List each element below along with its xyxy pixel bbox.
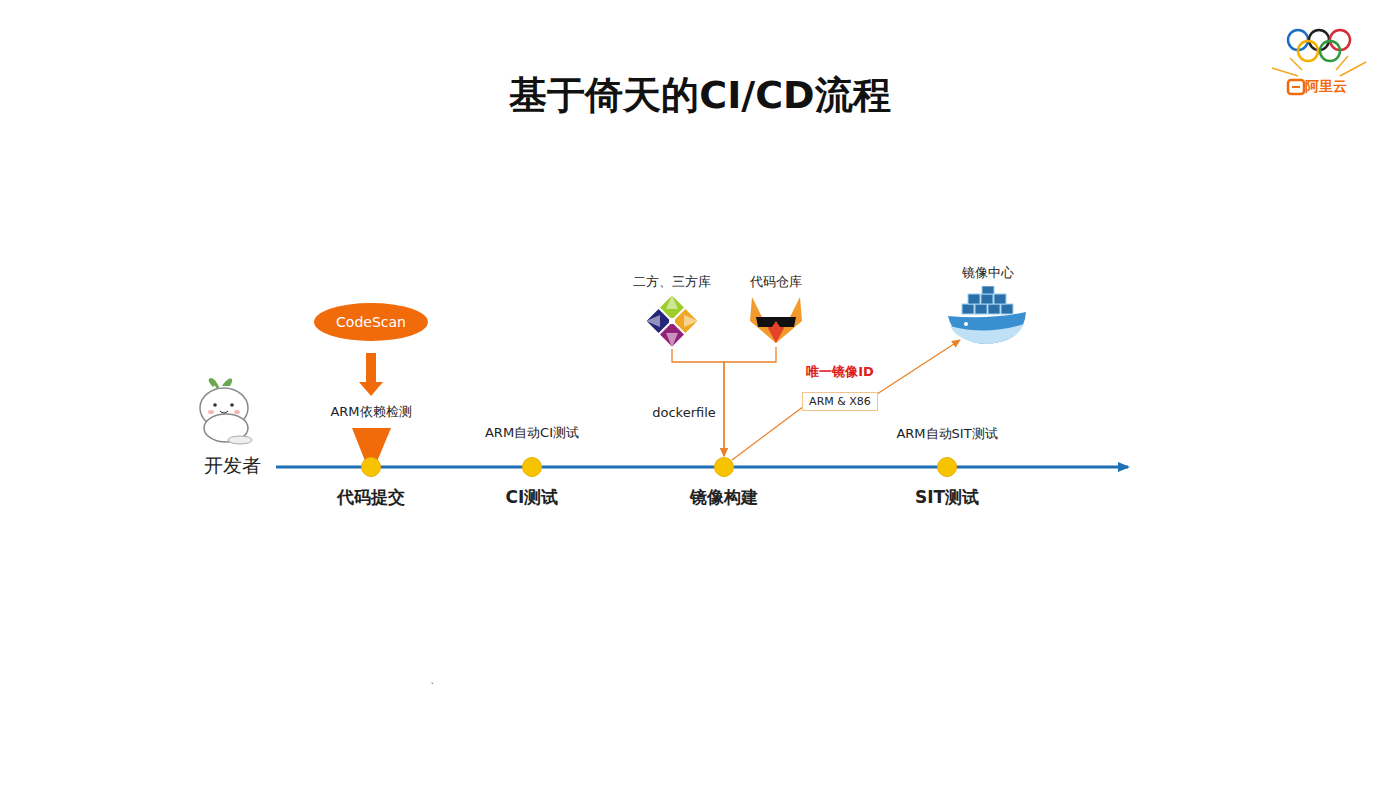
codescan-ellipse: CodeScan [314,303,428,341]
connector [732,408,802,461]
title: 基于倚天的CI/CD流程 [0,70,1400,121]
arch-box: ARM & X86 [802,392,878,411]
annotation-label: dockerfile [652,405,716,420]
node-text: ARM & X86 [809,395,871,408]
icon-picture [946,286,1030,348]
icon-picture [748,295,804,345]
registry-icon: 镜像中心 [946,264,1030,348]
node-text: 二方、三方库 [633,273,711,291]
library-icon: 二方、三方库 [633,273,711,347]
annotation-label: 阿里云 [1305,78,1347,96]
annotation-label: 唯一镜像ID [806,363,874,381]
annotation-label: 、 [430,673,440,687]
sit-stage: SIT测试 [937,457,957,477]
connector [672,349,724,456]
node-text: 代码仓库 [748,273,804,291]
build-stage: 镜像构建 [714,457,734,477]
codescan-arrowhead [359,382,383,396]
timeline [276,466,1128,469]
annotation-label: ARM自动CI测试 [485,424,579,442]
annotation-label: ARM依赖检测 [330,403,411,421]
node-text: 代码提交 [337,486,405,509]
check-triangle [352,428,391,476]
commit-stage: 代码提交 [361,457,381,477]
codescan-arrow [366,353,376,383]
connector [878,340,960,394]
icon-picture [633,295,711,347]
annotation-label: ARM自动SIT测试 [896,425,997,443]
connector [724,347,776,456]
node-text: SIT测试 [915,486,979,509]
repo-icon: 代码仓库 [748,273,804,345]
node-text: CI测试 [506,486,559,509]
node-text: 镜像构建 [690,486,758,509]
node-text: 镜像中心 [946,264,1030,282]
developer-mascot [200,379,252,445]
annotation-label: 开发者 [204,453,261,479]
ci-stage: CI测试 [522,457,542,477]
node-text: CodeScan [336,314,406,330]
